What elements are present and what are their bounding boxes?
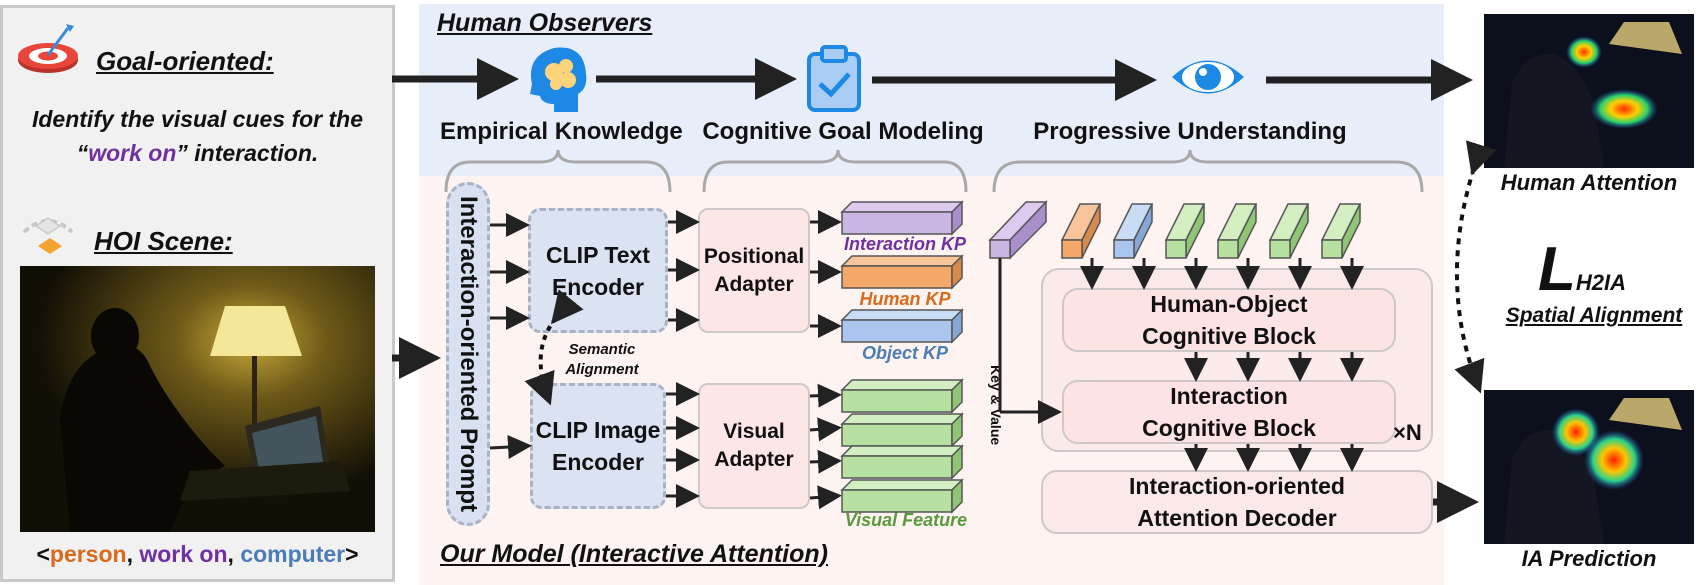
- model-title: Our Model (Interactive Attention): [440, 540, 828, 568]
- stage-empirical-knowledge: Empirical Knowledge: [440, 118, 683, 145]
- task-verb: work on: [88, 140, 177, 166]
- spatial-alignment-arrow: [1454, 140, 1497, 394]
- scene-cube-icon: [22, 217, 74, 254]
- visual-feature-label: Visual Feature: [844, 510, 968, 530]
- goal-heading: Goal-oriented:: [96, 46, 274, 76]
- stage-cognitive-goal-modeling: Cognitive Goal Modeling: [702, 118, 984, 145]
- human-attention-map: [1484, 14, 1694, 168]
- object-kp-label: Object KP: [861, 343, 949, 363]
- human-observers-band: [419, 4, 1444, 176]
- loss-subscript: H2IA: [1575, 270, 1626, 295]
- scene-heading: HOI Scene:: [94, 226, 233, 256]
- observers-title: Human Observers: [437, 9, 653, 37]
- triplet-verb: work on: [139, 541, 228, 567]
- kp-feature-bars: [840, 200, 964, 514]
- interaction-prompt-bar: Interaction-oriented Prompt: [446, 182, 490, 526]
- repeat-n-label: ×N: [1393, 420, 1422, 445]
- target-icon: [18, 24, 78, 73]
- token-arrows: [998, 258, 1364, 472]
- clipboard-check-icon: [807, 45, 861, 112]
- semantic-alignment-arrow: [524, 289, 584, 406]
- hoi-triplet: <person, work on, computer>: [36, 541, 359, 567]
- ia-prediction-map: [1484, 390, 1694, 544]
- triplet-object: computer: [240, 541, 346, 567]
- progressive-tokens: [988, 200, 1362, 260]
- observer-flow-arrows: [392, 58, 1479, 523]
- eye-icon: [1172, 60, 1244, 94]
- brain-icon: [530, 47, 587, 112]
- task-line-2: “work on” interaction.: [76, 140, 319, 166]
- human-attention-label: Human Attention: [1500, 170, 1678, 195]
- human-kp-label: Human KP: [859, 289, 951, 309]
- hoi-scene-photo: [20, 266, 375, 532]
- task-line-1: Identify the visual cues for the: [31, 106, 364, 132]
- stage-progressive-understanding: Progressive Understanding: [1033, 118, 1347, 145]
- prompt-arrows: [489, 210, 842, 510]
- loss-symbol: LH2IA: [1538, 235, 1626, 304]
- spatial-alignment-label: Spatial Alignment: [1505, 304, 1683, 327]
- stage-brackets: [444, 149, 1424, 193]
- ia-prediction-label: IA Prediction: [1521, 546, 1657, 571]
- triplet-subject: person: [49, 541, 127, 567]
- interaction-kp-label: Interaction KP: [843, 234, 967, 254]
